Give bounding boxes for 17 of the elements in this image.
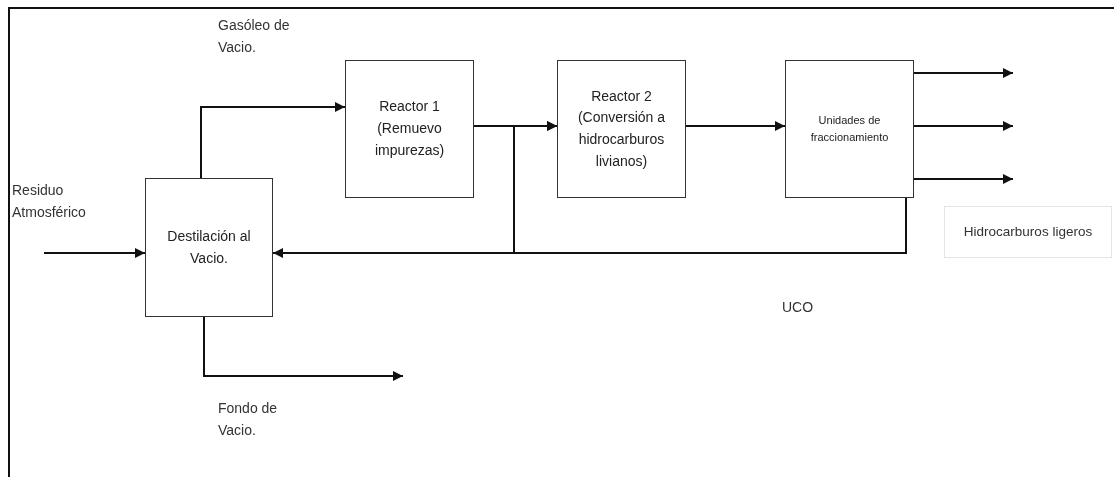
process-label: Reactor 1 (Remuevo impurezas) [373,97,446,160]
flow-arrow [513,121,907,254]
process-label: Reactor 2 (Conversión a hidrocarburos livianos) [576,86,667,171]
flow-arrow [200,102,346,179]
process-box [785,60,914,198]
flow-arrow [913,174,1014,184]
process-label: Unidades de fraccionamiento [809,112,890,145]
flow-arrow [913,68,1014,78]
product-label: Hidrocarburos ligeros [944,206,1112,258]
process-box [145,178,273,317]
flow-arrow [43,248,146,258]
flow-arrow [685,121,786,131]
process-label: Destilación al Vacio. [166,226,252,268]
process-box [557,60,686,198]
flow-arrow [203,316,404,381]
process-box [345,60,474,198]
flow-arrow [913,121,1014,131]
